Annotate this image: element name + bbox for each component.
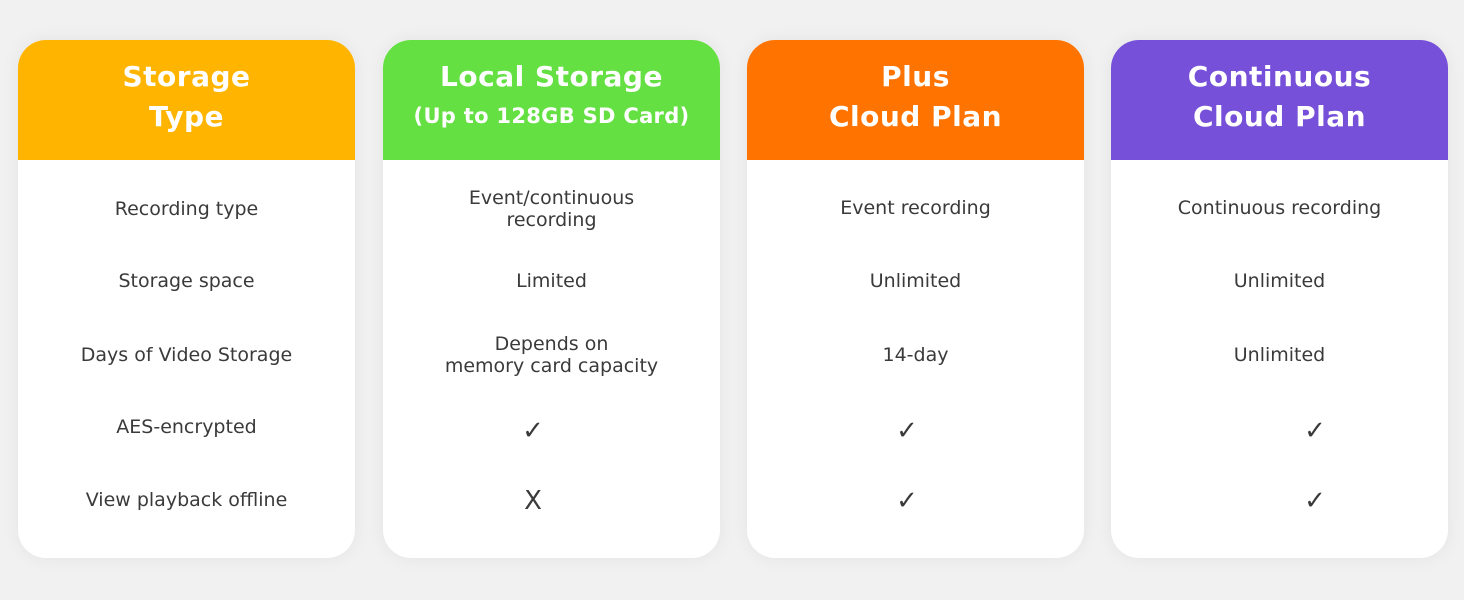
cell-recording-type: Continuous recording <box>1177 197 1382 219</box>
cell-recording-type: Event recording <box>840 197 991 219</box>
header-line-1: Continuous <box>1187 60 1372 93</box>
card-header: Storage Type <box>18 40 355 160</box>
check-icon: ✓ <box>522 416 544 446</box>
check-icon: ✓ <box>1304 416 1326 446</box>
check-icon: ✓ <box>896 416 918 446</box>
check-icon: ✓ <box>896 486 918 516</box>
row-label-storage-space: Storage space <box>118 270 255 292</box>
row-label-aes-encrypted: AES-encrypted <box>116 416 257 438</box>
plus-cloud-plan-card: Plus Cloud Plan Event recording Unlimite… <box>747 40 1084 558</box>
header-line-1: Local Storage <box>440 60 663 93</box>
header-line-2: Cloud Plan <box>828 100 1003 133</box>
card-header: Plus Cloud Plan <box>747 40 1084 160</box>
cross-icon: X <box>524 486 542 516</box>
continuous-cloud-plan-card: Continuous Cloud Plan Continuous recordi… <box>1111 40 1448 558</box>
header-line-2: Type <box>148 100 225 133</box>
header-subtitle: (Up to 128GB SD Card) <box>413 104 690 128</box>
cell-days-of-storage: Depends on memory card capacity <box>444 333 659 377</box>
header-line-1: Plus <box>881 60 950 93</box>
check-icon: ✓ <box>1304 486 1326 516</box>
storage-type-card: Storage Type Recording type Storage spac… <box>18 40 355 558</box>
card-header: Local Storage (Up to 128GB SD Card) <box>383 40 720 160</box>
cell-days-of-storage: 14-day <box>882 344 949 366</box>
card-header: Continuous Cloud Plan <box>1111 40 1448 160</box>
row-label-days-of-storage: Days of Video Storage <box>80 344 293 366</box>
local-storage-card: Local Storage (Up to 128GB SD Card) Even… <box>383 40 720 558</box>
cell-storage-space: Unlimited <box>1233 270 1326 292</box>
cell-storage-space: Unlimited <box>869 270 962 292</box>
cell-recording-type: Event/continuous recording <box>468 187 635 231</box>
row-label-recording-type: Recording type <box>114 198 259 220</box>
cell-days-of-storage: Unlimited <box>1233 344 1326 366</box>
header-line-2: Cloud Plan <box>1192 100 1367 133</box>
row-label-view-playback-offline: View playback offline <box>85 489 288 511</box>
header-line-1: Storage <box>122 60 251 93</box>
cell-storage-space: Limited <box>516 270 587 292</box>
